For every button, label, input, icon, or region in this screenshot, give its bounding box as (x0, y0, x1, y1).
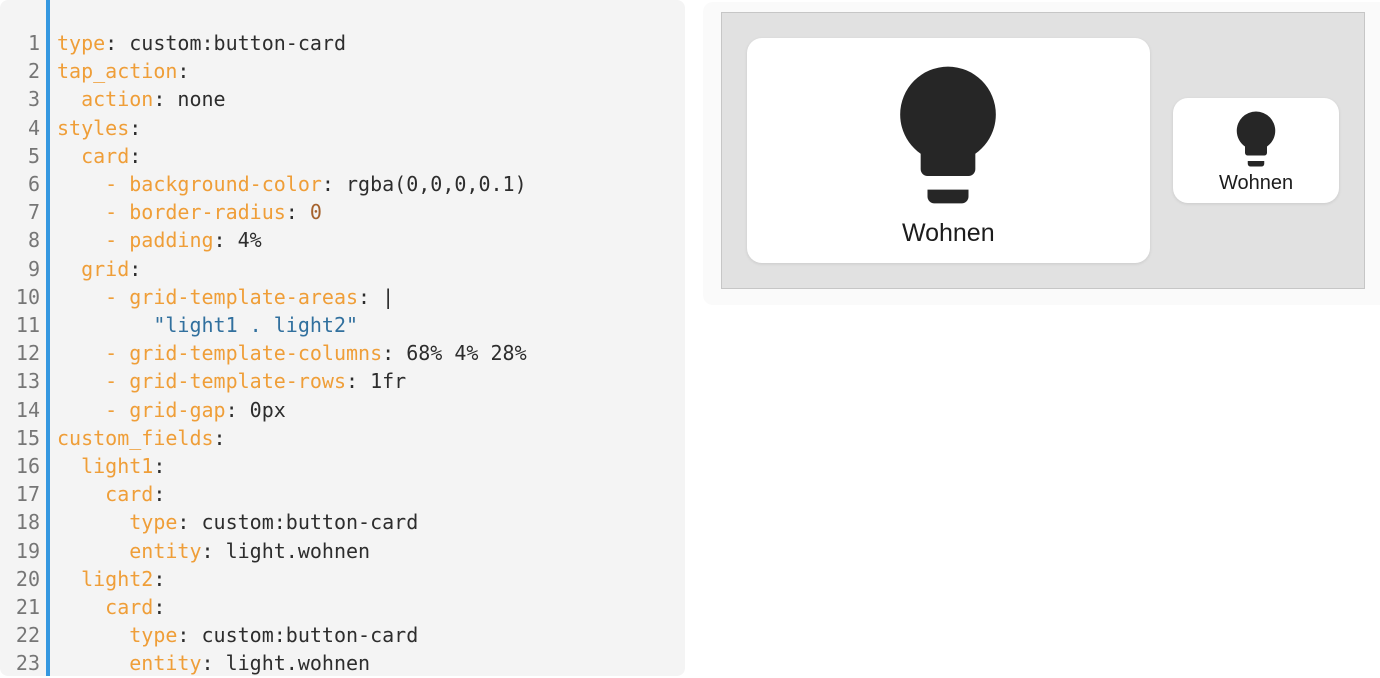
code-line: 1 type: custom:button-card (0, 29, 685, 57)
code-line: 16 light1: (0, 452, 685, 480)
code-text: light2: (81, 566, 166, 591)
light2-card[interactable]: Wohnen (1173, 98, 1339, 203)
line-number: 18 (15, 510, 40, 535)
code-line: 14 - grid-gap: 0px (0, 396, 685, 424)
line-number: 1 (27, 31, 40, 55)
code-text: card: (105, 595, 166, 620)
code-line: 9 grid: (0, 255, 685, 283)
grid-gap-spacer (1150, 38, 1174, 263)
line-number: 20 (15, 566, 40, 591)
code-text: type: custom:button-card (57, 31, 346, 55)
code-text: - grid-gap: 0px (105, 397, 286, 422)
code-text: custom_fields: (57, 425, 226, 450)
button-card-container: Wohnen Wohnen (721, 12, 1365, 289)
code-line: 4 styles: (0, 114, 685, 142)
code-line: 18 type: custom:button-card (0, 508, 685, 536)
line-number: 19 (15, 538, 40, 563)
code-text: - grid-template-areas: | (105, 284, 395, 309)
code-line: 13 - grid-template-rows: 1fr (0, 367, 685, 395)
line-number: 16 (15, 454, 40, 479)
code-line: 20 light2: (0, 565, 685, 593)
code-text: card: (105, 482, 166, 507)
line-number: 7 (27, 200, 40, 225)
code-line: 8 - padding: 4% (0, 226, 685, 254)
card-preview-panel: Wohnen Wohnen (703, 2, 1380, 305)
line-number: 12 (15, 341, 40, 366)
code-text: - border-radius: 0 (105, 200, 322, 225)
code-line: 23 entity: light.wohnen (0, 649, 685, 677)
line-number: 6 (27, 172, 40, 197)
light1-label: Wohnen (901, 219, 995, 247)
line-number: 14 (15, 397, 40, 422)
code-text: - padding: 4% (105, 228, 262, 253)
code-text: action: none (81, 87, 226, 112)
code-text: type: custom:button-card (129, 623, 419, 648)
code-text: "light1 . light2" (153, 313, 359, 338)
code-line: 6 - background-color: rgba(0,0,0,0.1) (0, 170, 685, 198)
line-number: 10 (15, 284, 40, 309)
code-text: - background-color: rgba(0,0,0,0.1) (105, 172, 527, 197)
code-line: 3 action: none (0, 85, 685, 113)
code-line: 21 card: (0, 593, 685, 621)
code-text: - grid-template-rows: 1fr (105, 369, 407, 394)
light1-card[interactable]: Wohnen (747, 38, 1150, 263)
line-number: 22 (15, 623, 40, 648)
code-line: 11 "light1 . light2" (0, 311, 685, 339)
line-number: 15 (15, 425, 40, 450)
code-text: entity: light.wohnen (129, 651, 371, 676)
code-text: tap_action: (57, 59, 190, 84)
line-number: 23 (15, 651, 40, 676)
line-number: 2 (27, 59, 40, 84)
code-line: 15 custom_fields: (0, 424, 685, 452)
line-number: 5 (27, 143, 40, 168)
code-line: 17 card: (0, 480, 685, 508)
code-line: 2 tap_action: (0, 57, 685, 85)
line-number: 17 (15, 482, 40, 507)
line-number: 8 (27, 228, 40, 253)
line-number: 21 (15, 595, 40, 620)
card-grid: Wohnen Wohnen (747, 38, 1339, 263)
line-number: 9 (27, 256, 40, 281)
code-text: light1: (81, 454, 166, 479)
code-text: - grid-template-columns: 68% 4% 28% (105, 341, 527, 366)
code-text: card: (81, 143, 142, 168)
code-text: entity: light.wohnen (129, 538, 371, 563)
code-line: 5 card: (0, 142, 685, 170)
code-line: 22 type: custom:button-card (0, 621, 685, 649)
code-line: 10 - grid-template-areas: | (0, 283, 685, 311)
code-line: 19 entity: light.wohnen (0, 537, 685, 565)
lightbulb-icon (900, 66, 997, 204)
code-text: type: custom:button-card (129, 510, 419, 535)
gutter-divider-bar (46, 0, 50, 676)
code-text: styles: (57, 115, 142, 140)
code-text: grid: (81, 256, 142, 281)
line-number: 11 (15, 313, 40, 338)
line-number: 13 (15, 369, 40, 394)
code-line: 12 - grid-template-columns: 68% 4% 28% (0, 339, 685, 367)
line-number: 3 (27, 87, 40, 112)
line-number: 4 (27, 115, 40, 140)
code-line: 7 - border-radius: 0 (0, 198, 685, 226)
lightbulb-icon (1236, 111, 1276, 167)
light2-label: Wohnen (1219, 172, 1294, 194)
